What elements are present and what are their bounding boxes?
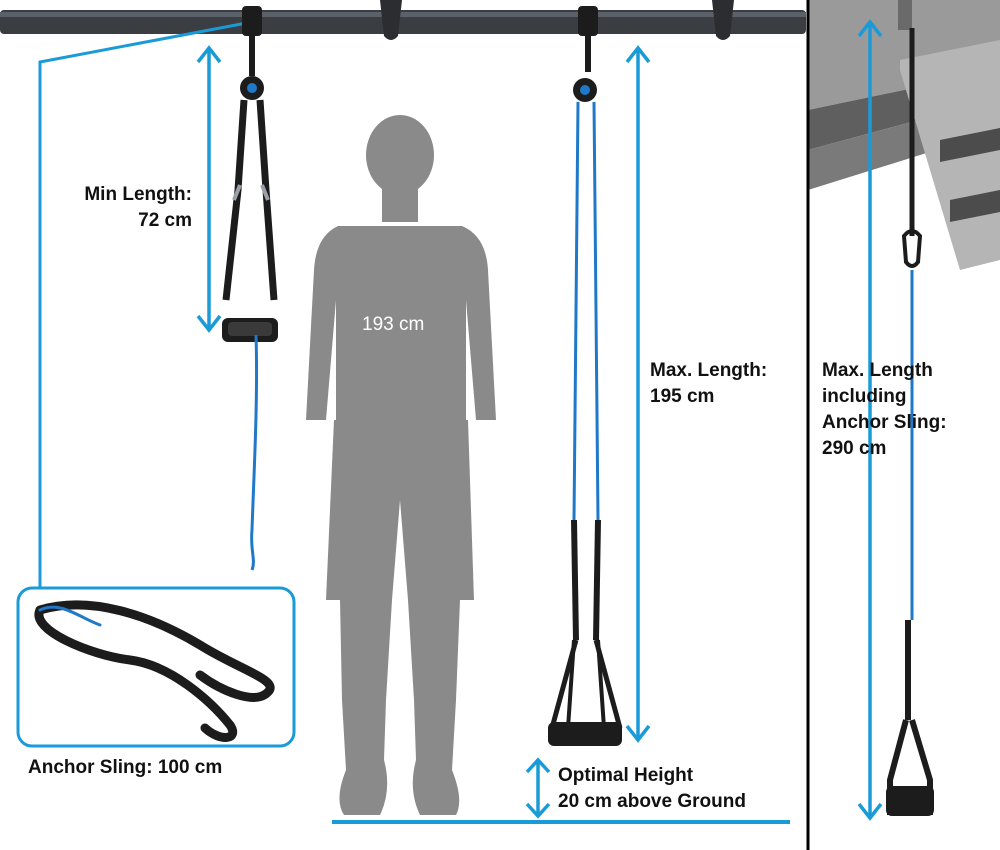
min-length-line-2: 72 cm bbox=[138, 210, 192, 231]
optimal-height-line-2: 20 cm above Ground bbox=[558, 791, 746, 812]
anchor-sling-label: Anchor Sling: 100 cm bbox=[28, 757, 223, 778]
max-length-sling-line-1: Max. Length bbox=[822, 360, 933, 381]
anchor-sling-icon bbox=[34, 600, 275, 742]
max-length-arrow bbox=[625, 45, 651, 743]
max-length-sling-label: Max. Length including Anchor Sling: 290 … bbox=[822, 358, 947, 462]
max-length-label: Max. Length: 195 cm bbox=[650, 358, 767, 410]
max-length-sling-line-2: including bbox=[822, 386, 907, 407]
min-length-line-1: Min Length: bbox=[84, 184, 192, 205]
person-height-label: 193 cm bbox=[362, 314, 425, 335]
person-silhouette-icon bbox=[306, 115, 496, 815]
platform-illustration bbox=[808, 0, 1000, 270]
anchor-sling-connector bbox=[38, 16, 258, 588]
max-length-sling-line-4: 290 cm bbox=[822, 438, 887, 459]
min-length-label: Min Length: 72 cm bbox=[40, 182, 192, 234]
max-length-line-2: 195 cm bbox=[650, 386, 715, 407]
short-strap-icon bbox=[222, 6, 278, 571]
min-length-arrow bbox=[196, 45, 222, 333]
long-strap-icon bbox=[548, 6, 623, 746]
max-length-sling-line-3: Anchor Sling: bbox=[822, 412, 947, 433]
stirrup-strap-icon bbox=[886, 28, 934, 816]
pull-up-bar-icon bbox=[0, 0, 806, 40]
optimal-height-line-1: Optimal Height bbox=[558, 765, 694, 786]
optimal-height-arrow bbox=[525, 757, 551, 819]
max-length-line-1: Max. Length: bbox=[650, 360, 768, 381]
optimal-height-label: Optimal Height 20 cm above Ground bbox=[558, 763, 746, 815]
max-length-sling-arrow bbox=[857, 19, 883, 821]
